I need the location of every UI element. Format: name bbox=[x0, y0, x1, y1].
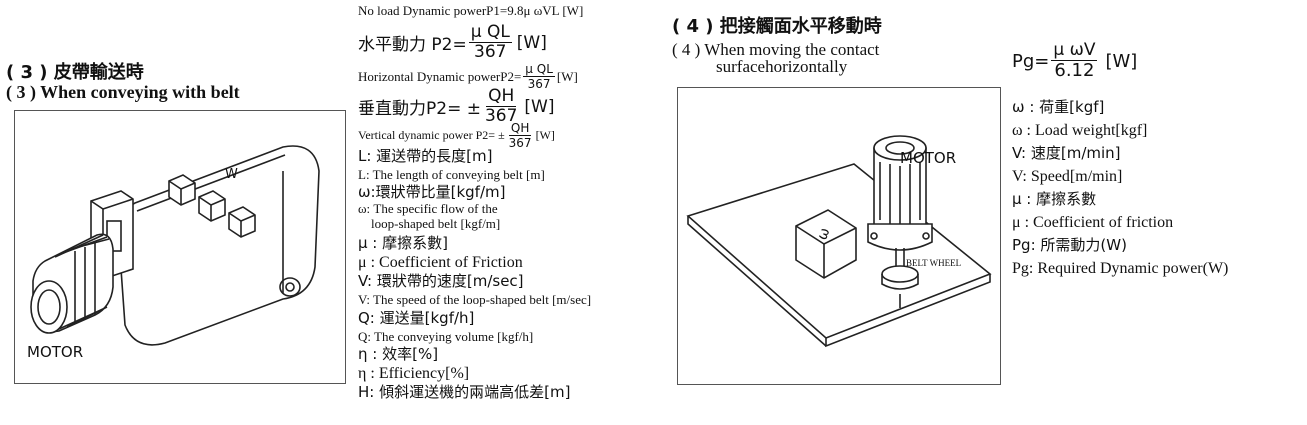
required-power-formula: Pg= μ ωV 6.12 [W] bbox=[1012, 42, 1137, 80]
required-power-label: Pg= bbox=[1012, 50, 1050, 72]
definition-line: η : Efficiency[%] bbox=[358, 365, 470, 382]
horizontal-power-en-label: Horizontal Dynamic powerP2= bbox=[358, 68, 522, 84]
section4-heading-en-line1: ( 4 ) When moving the contact bbox=[672, 40, 880, 59]
horizontal-power-zh: 水平動力 P2= μ QL 367 [W] bbox=[358, 24, 547, 61]
section3-heading-zh: ( 3 ) 皮帶輸送時 bbox=[6, 62, 144, 83]
vertical-power-en: Vertical dynamic power P2= ± QH 367 [W] bbox=[358, 122, 555, 149]
definition-line: η : 效率[%] bbox=[358, 345, 439, 363]
definition-line: V: The speed of the loop-shaped belt [m/… bbox=[358, 292, 592, 307]
section4-heading-zh: ( 4 ) 把接觸面水平移動時 bbox=[672, 16, 882, 37]
vertical-power-denominator: 367 bbox=[484, 106, 518, 126]
definition-line: ω: The specific flow of the bbox=[358, 201, 498, 216]
definition-line: Q: The conveying volume [kgf/h] bbox=[358, 329, 534, 344]
section3-definitions: L: 運送帶的長度[m] L: The length of conveying … bbox=[358, 146, 668, 402]
definition-line: μ : 摩擦系數] bbox=[358, 234, 448, 252]
horizontal-power-en-numerator: μ QL bbox=[523, 62, 555, 77]
vertical-power-zh: 垂直動力P2= ± QH 367 [W] bbox=[358, 88, 555, 125]
vertical-power-unit: [W] bbox=[524, 96, 555, 117]
conveyor-motor-label: MOTOR bbox=[27, 343, 84, 361]
required-power-denominator: 6.12 bbox=[1054, 60, 1095, 81]
vertical-power-numerator: QH bbox=[486, 86, 517, 107]
horizontal-power-en-denominator: 367 bbox=[527, 77, 551, 91]
vertical-power-en-numerator: QH bbox=[508, 121, 532, 136]
definition-line: μ : Coefficient of Friction bbox=[358, 254, 523, 271]
horizontal-power-numerator: μ QL bbox=[468, 22, 512, 43]
definition-line: ω : 荷重[kgf] bbox=[1012, 98, 1105, 116]
horizontal-power-en: Horizontal Dynamic powerP2= μ QL 367 [W] bbox=[358, 63, 578, 90]
horizontal-power-zh-label: 水平動力 P2= bbox=[358, 35, 467, 55]
definition-line: L: The length of conveying belt [m] bbox=[358, 167, 545, 182]
vertical-power-zh-label: 垂直動力P2= ± bbox=[358, 99, 481, 119]
required-power-unit: [W] bbox=[1105, 50, 1138, 72]
horizontal-power-unit: [W] bbox=[516, 32, 547, 53]
contact-surface-illustration bbox=[686, 135, 992, 348]
vertical-power-en-unit: [W] bbox=[535, 128, 555, 142]
required-power-numerator: μ ωV bbox=[1051, 40, 1098, 61]
definition-line: V: Speed[m/min] bbox=[1012, 168, 1123, 185]
section4-heading-en-line2: surfacehorizontally bbox=[716, 57, 848, 76]
section4-definitions: ω : 荷重[kgf] ω : Load weight[kgf] V: 速度[m… bbox=[1012, 96, 1302, 280]
definition-line: Q: 運送量[kgf/h] bbox=[358, 309, 475, 327]
definition-line: H: 傾斜運送機的兩端高低差[m] bbox=[358, 383, 571, 401]
vertical-power-en-label: Vertical dynamic power P2= ± bbox=[358, 128, 505, 142]
contact-motor-label: MOTOR bbox=[900, 149, 957, 167]
definition-line: V: 速度[m/min] bbox=[1012, 144, 1121, 162]
definition-line: loop-shaped belt [kgf/m] bbox=[358, 216, 501, 231]
conveyor-weight-label: W bbox=[225, 167, 238, 182]
belt-wheel-label: BELT WHEEL bbox=[906, 258, 962, 268]
definition-line: V: 環狀帶的速度[m/sec] bbox=[358, 272, 524, 290]
definition-line: L: 運送帶的長度[m] bbox=[358, 147, 493, 165]
definition-line: μ : 摩擦系數 bbox=[1012, 190, 1097, 208]
definition-line: Pg: 所需動力(W) bbox=[1012, 236, 1127, 254]
definition-line: Pg: Required Dynamic power(W) bbox=[1012, 260, 1229, 277]
vertical-power-en-denominator: 367 bbox=[508, 136, 532, 150]
definition-line: ω : Load weight[kgf] bbox=[1012, 122, 1148, 139]
belt-conveyor-illustration bbox=[30, 145, 320, 346]
no-load-power-formula: No load Dynamic powerP1=9.8μ ωVL [W] bbox=[358, 3, 584, 18]
contact-surface-figure: ω MOTOR BELT WHEEL bbox=[677, 87, 1001, 385]
belt-conveyor-figure: W MOTOR bbox=[14, 110, 346, 384]
section3-heading-en: ( 3 ) When conveying with belt bbox=[6, 82, 240, 102]
definition-line: μ : Coefficient of friction bbox=[1012, 214, 1174, 231]
horizontal-power-denominator: 367 bbox=[474, 42, 507, 62]
horizontal-power-en-unit: [W] bbox=[556, 68, 578, 84]
definition-line: ω:環狀帶比量[kgf/m] bbox=[358, 183, 506, 201]
